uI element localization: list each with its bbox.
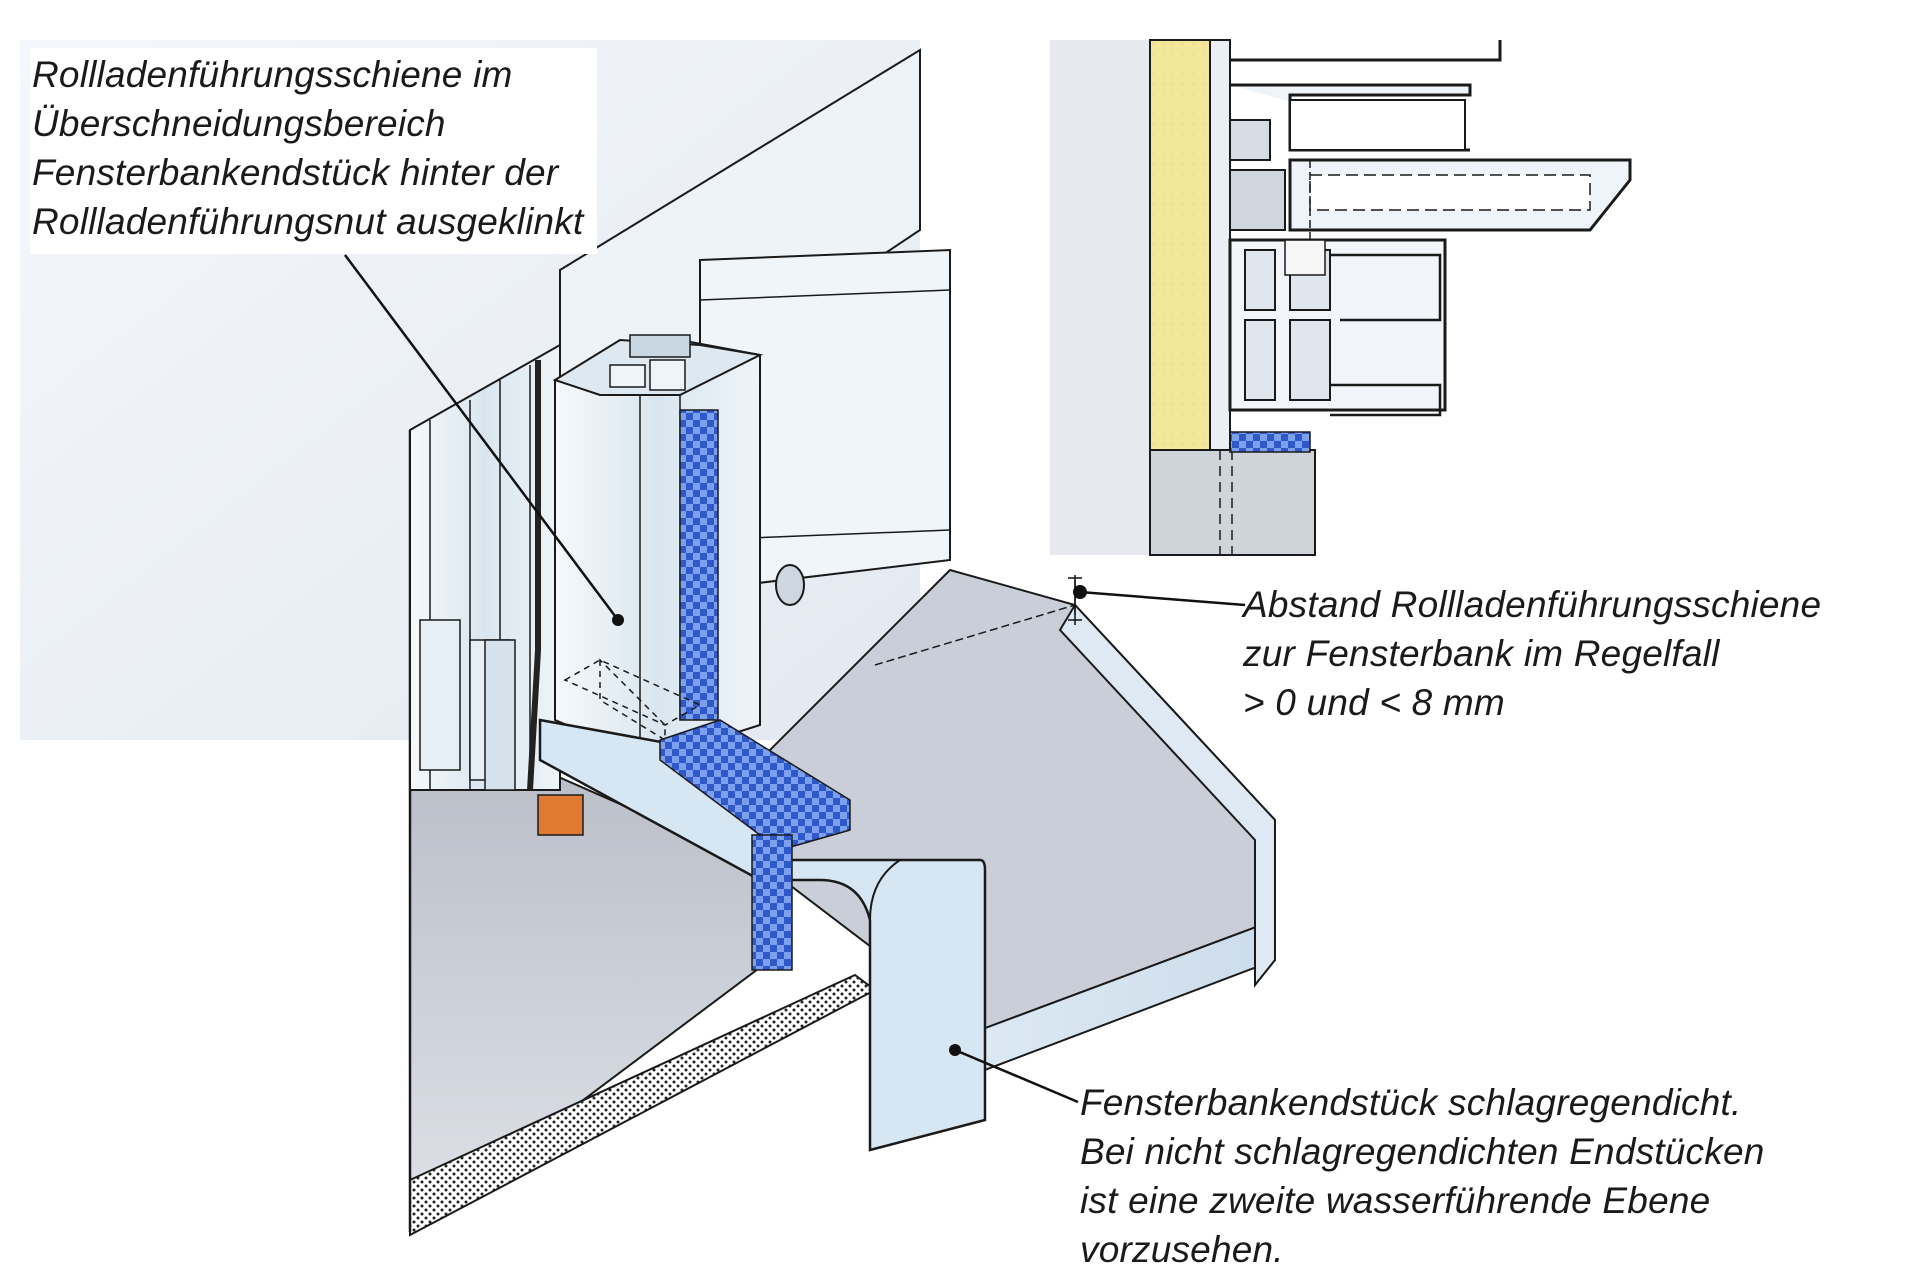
annotation-line: Fensterbankendstück schlagregendicht.	[1080, 1082, 1742, 1123]
annotation-line: Rollladenführungsnut ausgeklinkt	[32, 201, 584, 242]
vertical-end-seal-tape	[751, 834, 793, 971]
leader-lines	[343, 254, 1246, 1104]
annotation-line: zur Fensterbank im Regelfall	[1243, 633, 1720, 674]
annotation-line: Abstand Rollladenführungsschiene	[1243, 584, 1822, 625]
spacer-block	[537, 794, 584, 836]
annotation-line: > 0 und < 8 mm	[1243, 682, 1505, 723]
annotation-line: Überschneidungsbereich	[32, 103, 446, 144]
horizontal-seal-tape	[659, 719, 851, 851]
annotation-line: Fensterbankendstück hinter der	[32, 152, 559, 193]
vertical-seal-tape	[679, 409, 719, 721]
annotation-gap-distance: Abstand Rollladenführungsschiene zur Fen…	[1243, 580, 1821, 727]
annotation-guide-rail: Rollladenführungsschiene im Überschneidu…	[30, 48, 598, 254]
insulation-layer	[1149, 39, 1211, 451]
leader-line-gap	[1079, 590, 1246, 607]
leader-line-end-cap	[954, 1048, 1079, 1104]
window-frame-profile	[409, 343, 584, 836]
screw-cap	[775, 564, 805, 606]
annotation-line: vorzusehen.	[1080, 1229, 1284, 1270]
section-seal-tape	[1229, 431, 1311, 453]
leader-line-rail	[343, 254, 620, 621]
annotation-line: Rollladenführungsschiene im	[32, 54, 513, 95]
roller-shutter-guide-rail	[552, 334, 764, 762]
annotation-line: ist eine zweite wasserführende Ebene	[1080, 1180, 1711, 1221]
cross-section-detail	[1050, 39, 1650, 556]
sill-end-cap	[538, 718, 987, 1152]
annotation-end-cap: Fensterbankendstück schlagregendicht. Be…	[1080, 1078, 1765, 1274]
annotation-line: Bei nicht schlagregendichten Endstücken	[1080, 1131, 1765, 1172]
